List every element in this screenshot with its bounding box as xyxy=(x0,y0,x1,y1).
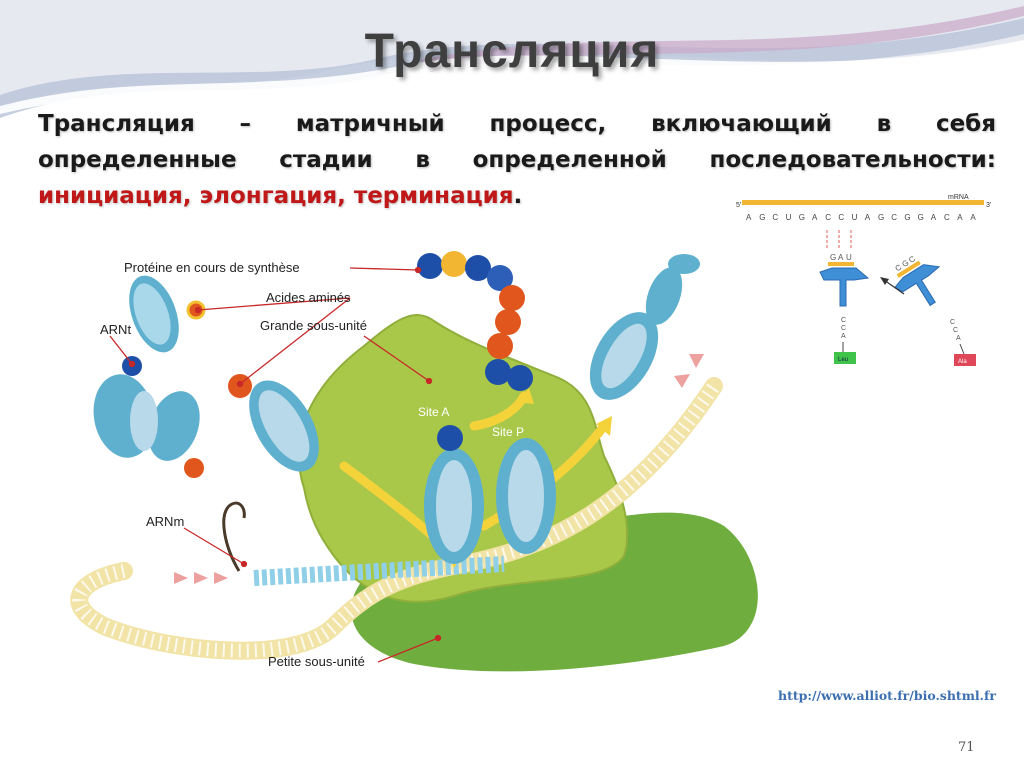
mrna-base: G xyxy=(799,213,805,222)
mrna-base: A xyxy=(812,213,818,222)
anticodon1-base: A xyxy=(838,253,844,262)
cca1-base: C xyxy=(841,325,846,332)
stages-period: . xyxy=(513,183,523,209)
cca2-base: C xyxy=(950,319,955,326)
amino-leu xyxy=(834,352,856,364)
mrna-5-end: 5' xyxy=(736,202,741,209)
cca2-base: C xyxy=(953,327,958,334)
protein-chain xyxy=(417,251,533,391)
mrna-label: mRNA xyxy=(948,194,969,201)
label-large-subunit: Grande sous-unité xyxy=(260,318,367,333)
mrna-base: C xyxy=(891,213,897,222)
mrna-base: C xyxy=(825,213,831,222)
amino-leu-label: Leu xyxy=(838,357,848,363)
desc-word: себя xyxy=(935,111,996,137)
mrna-tail xyxy=(222,501,246,572)
label-protein: Protéine en cours de synthèse xyxy=(124,260,300,275)
cca1-base: C xyxy=(841,317,846,324)
trna-entering xyxy=(249,380,319,472)
trna-left-bottom xyxy=(93,374,200,461)
desc-word: Трансляция xyxy=(38,111,195,137)
label-site-a: Site A xyxy=(418,405,449,419)
page-number: 71 xyxy=(958,740,975,755)
cca2-base: A xyxy=(956,335,961,342)
trna-leu: G A U C C A Leu xyxy=(819,253,870,364)
mrna-base: A xyxy=(865,213,871,222)
mrna-base: G xyxy=(878,213,884,222)
desc-word: последовательности: xyxy=(709,147,996,173)
anticodon1-base: G xyxy=(830,253,836,262)
mrna-base: C xyxy=(944,213,950,222)
background-waves xyxy=(0,0,1024,118)
trna-left-top xyxy=(129,275,179,353)
desc-word: процесс, xyxy=(489,111,607,137)
mrna-base: G xyxy=(904,213,910,222)
mrna-base: A xyxy=(746,213,752,222)
desc-word: определенные xyxy=(38,147,237,173)
mrna-base: U xyxy=(786,213,792,222)
mrna-base: C xyxy=(838,213,844,222)
desc-word: определенной xyxy=(472,147,667,173)
mrna-base: U xyxy=(852,213,858,222)
desc-word: в xyxy=(415,147,430,173)
label-trna: ARNt xyxy=(100,322,131,337)
trna-site-a xyxy=(424,448,484,564)
mrna-backbone xyxy=(742,200,984,205)
desc-word: стадии xyxy=(279,147,373,173)
slide-description: Трансляция – матричный процесс, включающ… xyxy=(38,106,996,214)
mrna-direction-markers xyxy=(174,354,704,584)
trna-site-p xyxy=(496,438,556,554)
description-line-2: определенные стадии в определенной после… xyxy=(38,142,996,178)
trna-exiting xyxy=(589,254,700,400)
translation-stages: инициация, элонгация, терминация xyxy=(38,183,514,209)
mrna-3-end: 3' xyxy=(986,202,991,209)
mrna-base: A xyxy=(931,213,937,222)
mrna-base: A xyxy=(957,213,963,222)
amino-ala-label: Ala xyxy=(958,359,967,365)
anticodon2-base: C xyxy=(907,254,917,265)
description-line-1: Трансляция – матричный процесс, включающ… xyxy=(38,106,996,142)
desc-word: – xyxy=(239,111,252,137)
trna-molecules xyxy=(93,254,700,564)
base-pair-lines xyxy=(826,230,852,250)
cca1-base: A xyxy=(841,333,846,340)
desc-word: включающий xyxy=(651,111,832,137)
ribosome-diagram: Protéine en cours de synthèse Acides ami… xyxy=(34,226,776,704)
label-leaders xyxy=(109,266,442,663)
mrna-strand xyxy=(70,377,723,660)
desc-word: в xyxy=(876,111,892,137)
source-link[interactable]: http://www.alliot.fr/bio.shtml.fr xyxy=(778,688,996,703)
anticodon2-base: C xyxy=(894,263,904,274)
anticodon1-base: U xyxy=(846,253,852,262)
mrna-base: G xyxy=(759,213,765,222)
description-line-3: инициация, элонгация, терминация. xyxy=(38,178,996,214)
incoming-arrow xyxy=(883,279,905,295)
label-amino-acids: Acides aminés xyxy=(266,290,351,305)
label-mrna: ARNm xyxy=(146,514,184,529)
mrna-base: C xyxy=(772,213,778,222)
label-site-p: Site P xyxy=(492,425,524,439)
amino-ala xyxy=(954,354,976,366)
trna-ala: C G C xyxy=(894,254,941,307)
slide-title: Трансляция xyxy=(364,25,660,78)
anticodon2-base: G xyxy=(900,258,910,269)
mrna-base: A xyxy=(970,213,976,222)
label-small-subunit: Petite sous-unité xyxy=(268,654,365,669)
mrna-base: G xyxy=(918,213,924,222)
desc-word: матричный xyxy=(295,111,445,137)
